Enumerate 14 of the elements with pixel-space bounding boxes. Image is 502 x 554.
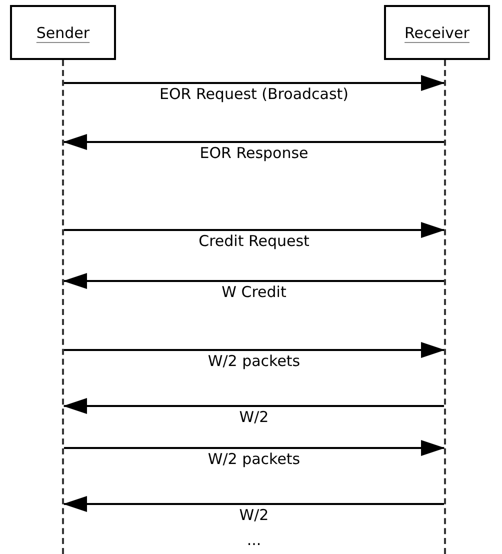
- message-arrow: [63, 398, 444, 414]
- lifeline: [62, 60, 64, 554]
- actor-box: [10, 5, 116, 60]
- message-arrow: [64, 75, 445, 91]
- message-arrow: [64, 440, 445, 456]
- message-arrow: [63, 134, 444, 150]
- message-arrow: [63, 273, 444, 289]
- actor-box: [384, 5, 490, 60]
- message-arrow: [64, 342, 445, 358]
- actor-name: Receiver: [404, 24, 470, 42]
- lifeline: [444, 60, 446, 554]
- message-arrow: [63, 496, 444, 512]
- message-arrow: [64, 222, 445, 238]
- actor-name: Sender: [36, 24, 90, 42]
